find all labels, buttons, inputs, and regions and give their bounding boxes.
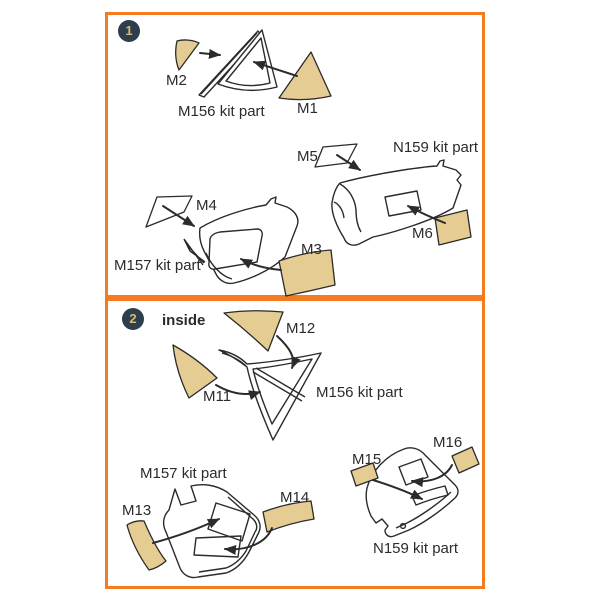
arrow-m15-to-n159 [372, 479, 423, 500]
arrow-m4-to-m157 [162, 205, 195, 227]
label-m13: M13 [122, 502, 152, 519]
mask-m16-shape [451, 446, 480, 474]
canopy-m156-inside-inner [252, 358, 313, 425]
mask-m12-shape [223, 310, 284, 352]
canopy-n159-inside-rivet [399, 522, 407, 530]
canopy-n159-curl-line2 [333, 201, 345, 219]
label-n159-kit-part-inside: N159 kit part [373, 540, 459, 557]
step-2-badge: 2 [122, 308, 144, 330]
step-1-panel [105, 12, 485, 298]
canopy-m156-inside-outer [218, 349, 322, 441]
arrow-m16-to-n159 [411, 464, 453, 488]
arrow-m3-to-m157 [240, 258, 282, 271]
label-inside: inside [162, 312, 206, 329]
label-m157-kit-part: M157 kit part [114, 257, 201, 274]
label-m12: M12 [286, 320, 316, 337]
arrow-m1-to-m156 [253, 60, 298, 77]
canopy-m156-sliver-line [200, 32, 258, 95]
label-m156-kit-part-inside: M156 kit part [316, 384, 403, 401]
label-m157-kit-part-inside: M157 kit part [140, 465, 227, 482]
canopy-m156-inner-frame [225, 37, 271, 87]
arrow-m6-to-n159 [407, 205, 446, 224]
canopy-m157-lower-edge-line [205, 252, 233, 280]
mask-m4-shape [145, 195, 193, 228]
mask-m14-shape [262, 500, 315, 533]
mask-m2-shape [175, 39, 200, 71]
arrow-m5-to-n159 [336, 154, 361, 171]
mask-m6-shape [434, 209, 472, 246]
label-m4: M4 [196, 197, 217, 214]
mask-m3-shape [278, 249, 336, 297]
canopy-m157-inside-pane-lower [193, 535, 242, 558]
label-m11: M11 [203, 388, 232, 405]
mask-m1-shape [278, 51, 332, 101]
canopy-m157-window [208, 228, 263, 270]
arrow-m13-to-m157 [152, 518, 220, 544]
arrow-m14-to-m157 [224, 527, 273, 555]
mask-m15-shape [350, 462, 379, 487]
step-1-badge: 1 [118, 20, 140, 42]
label-m14: M14 [280, 489, 310, 506]
mask-m13-shape [126, 520, 167, 571]
label-m2: M2 [166, 72, 187, 89]
step-2-panel [105, 298, 485, 589]
label-m6: M6 [412, 225, 433, 242]
label-m15: M15 [352, 451, 382, 468]
label-m5: M5 [297, 148, 318, 165]
canopy-m157-hinge-lines [183, 238, 206, 266]
arrow-m11-to-m156 [215, 384, 261, 400]
label-m3: M3 [301, 241, 322, 258]
mask-m11-shape [172, 344, 218, 399]
canopy-n159-inside-pane-upper [398, 458, 429, 486]
canopy-m156-inside-diagonal [252, 367, 306, 402]
canopy-m156-inside-beak-line [221, 352, 247, 367]
canopy-m157-inside-inner-edge [198, 496, 258, 573]
arrow-m2-to-m156 [199, 48, 221, 59]
label-n159-kit-part: N159 kit part [393, 139, 479, 156]
label-m156-kit-part: M156 kit part [178, 103, 265, 120]
label-m1: M1 [297, 100, 318, 117]
label-m16: M16 [433, 434, 463, 451]
arrow-m12-to-m156 [276, 335, 301, 369]
canopy-n159-curl-line [339, 183, 362, 233]
